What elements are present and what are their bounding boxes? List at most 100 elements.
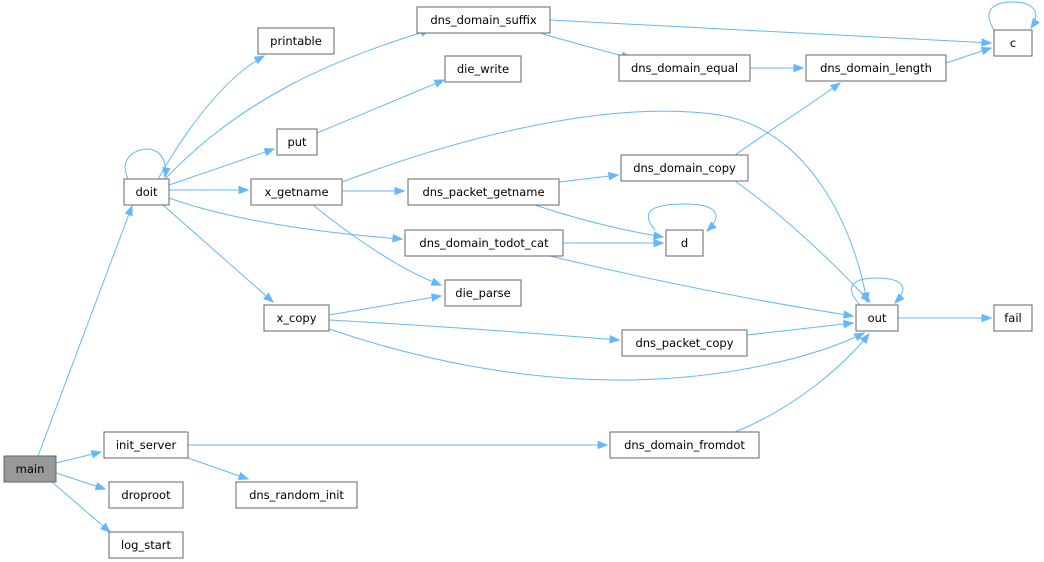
- arrowhead-die_parse: [430, 277, 443, 286]
- arrowhead-c: [1030, 17, 1040, 30]
- node-label: dns_domain_length: [820, 61, 932, 75]
- node-label: dns_packet_getname: [422, 185, 544, 199]
- node-x-copy[interactable]: x_copy: [263, 304, 330, 332]
- node-doit[interactable]: doit: [123, 178, 170, 206]
- edge-init_server-to-dns_random_init: [187, 457, 250, 480]
- node-init-server[interactable]: init_server: [103, 431, 189, 459]
- node-d[interactable]: d: [665, 229, 704, 257]
- edge-dns_domain_suffix-to-c: [549, 19, 993, 47]
- edge-dns_domain_todot_cat-to-d: [563, 238, 665, 248]
- node-box: [805, 54, 947, 82]
- node-dns-packet-getname[interactable]: dns_packet_getname: [407, 178, 560, 206]
- arrowhead-dns_domain_length: [829, 82, 842, 93]
- edge-main-to-droproot: [55, 472, 107, 491]
- node-droproot[interactable]: droproot: [108, 481, 184, 509]
- edges-layer: [37, 1, 1040, 533]
- node-printable[interactable]: printable: [257, 27, 335, 55]
- arrowhead-doit: [162, 166, 171, 179]
- edge-x_copy-to-dns_packet_copy: [328, 319, 621, 344]
- arrowhead-die_parse: [430, 293, 443, 302]
- node-box: [416, 6, 551, 34]
- node-box: [263, 304, 330, 332]
- arrowhead-dns_domain_copy: [608, 171, 620, 181]
- edge-dns_domain_length-to-c: [945, 46, 993, 64]
- node-box: [407, 178, 560, 206]
- edge-dns_domain_fromdot-to-out: [734, 332, 870, 433]
- node-box: [609, 431, 760, 459]
- arrowhead-put: [263, 148, 276, 157]
- node-out[interactable]: out: [855, 304, 899, 332]
- node-box: [108, 481, 184, 509]
- edge-d-to-d: [647, 203, 717, 232]
- arrowhead-init_server: [90, 450, 103, 459]
- node-box: [250, 178, 343, 206]
- arrowhead-log_start: [100, 522, 112, 533]
- edge-x_copy-to-die_parse: [328, 293, 443, 316]
- node-box: [123, 178, 170, 206]
- edge-doit-to-x_copy: [162, 204, 275, 303]
- edge-doit-to-doit: [124, 148, 171, 180]
- node-label: fail: [1004, 311, 1022, 325]
- edge-x_getname-to-dns_packet_getname: [342, 186, 406, 196]
- arrowhead-dns_domain_todot_cat: [392, 234, 404, 243]
- node-label: dns_domain_suffix: [430, 13, 537, 27]
- node-x-getname[interactable]: x_getname: [250, 178, 343, 206]
- node-dns-domain-equal[interactable]: dns_domain_equal: [618, 54, 751, 82]
- arrowhead-x_copy: [263, 292, 275, 303]
- node-label: printable: [270, 34, 322, 48]
- node-dns-packet-copy[interactable]: dns_packet_copy: [621, 329, 748, 357]
- arrowhead-dns_packet_getname: [394, 186, 406, 196]
- node-box: [108, 531, 184, 559]
- arrowhead-dns_packet_copy: [609, 335, 621, 344]
- node-die-write[interactable]: die_write: [444, 55, 522, 83]
- arrowhead-out: [842, 310, 855, 319]
- edge-main-to-log_start: [51, 481, 112, 533]
- arrowhead-out: [894, 293, 905, 305]
- node-dns-domain-copy[interactable]: dns_domain_copy: [620, 154, 749, 182]
- arrowhead-droproot: [94, 482, 107, 491]
- edge-doit-to-dns_domain_todot_cat: [168, 197, 404, 243]
- node-c[interactable]: c: [993, 29, 1033, 57]
- node-label: dns_random_init: [249, 488, 344, 502]
- arrowhead-out: [843, 319, 855, 329]
- edge-dns_domain_todot_cat-to-out: [549, 255, 855, 319]
- node-label: init_server: [116, 438, 177, 452]
- node-box: [3, 455, 57, 483]
- node-fail[interactable]: fail: [993, 304, 1033, 332]
- node-label: d: [681, 236, 688, 250]
- node-dns-random-init[interactable]: dns_random_init: [235, 481, 358, 509]
- edge-x_copy-to-out: [328, 328, 866, 381]
- edge-doit-to-x_getname: [169, 185, 250, 195]
- edge-main-to-init_server: [55, 450, 103, 464]
- node-label: dns_domain_todot_cat: [419, 236, 549, 250]
- node-box: [444, 279, 522, 307]
- arrowhead-fail: [981, 313, 993, 323]
- node-label: die_write: [457, 62, 509, 76]
- arrowhead-out: [859, 332, 870, 345]
- node-label: dns_domain_equal: [631, 61, 738, 75]
- arrowhead-dns_domain_fromdot: [597, 440, 609, 450]
- edge-dns_domain_equal-to-dns_domain_length: [750, 63, 805, 73]
- node-box: [257, 27, 335, 55]
- node-log-start[interactable]: log_start: [108, 531, 184, 559]
- node-dns-domain-todot-cat[interactable]: dns_domain_todot_cat: [404, 229, 564, 257]
- node-label: dns_domain_copy: [633, 161, 736, 175]
- arrowhead-dns_domain_length: [793, 63, 805, 73]
- edge-x_getname-to-die_parse: [312, 204, 443, 286]
- node-box: [993, 29, 1033, 57]
- node-label: main: [16, 462, 45, 476]
- edge-c-to-c: [988, 1, 1040, 31]
- node-main[interactable]: main: [3, 455, 57, 483]
- arrowhead-c: [980, 46, 993, 56]
- node-box: [276, 128, 318, 156]
- node-label: x_copy: [276, 311, 316, 325]
- node-dns-domain-suffix[interactable]: dns_domain_suffix: [416, 6, 551, 34]
- node-dns-domain-fromdot[interactable]: dns_domain_fromdot: [609, 431, 760, 459]
- node-put[interactable]: put: [276, 128, 318, 156]
- node-dns-domain-length[interactable]: dns_domain_length: [805, 54, 947, 82]
- node-die-parse[interactable]: die_parse: [444, 279, 522, 307]
- node-box: [993, 304, 1033, 332]
- arrowhead-out: [860, 292, 871, 304]
- node-box: [620, 154, 749, 182]
- edge-dns_domain_suffix-to-dns_domain_equal: [539, 32, 633, 60]
